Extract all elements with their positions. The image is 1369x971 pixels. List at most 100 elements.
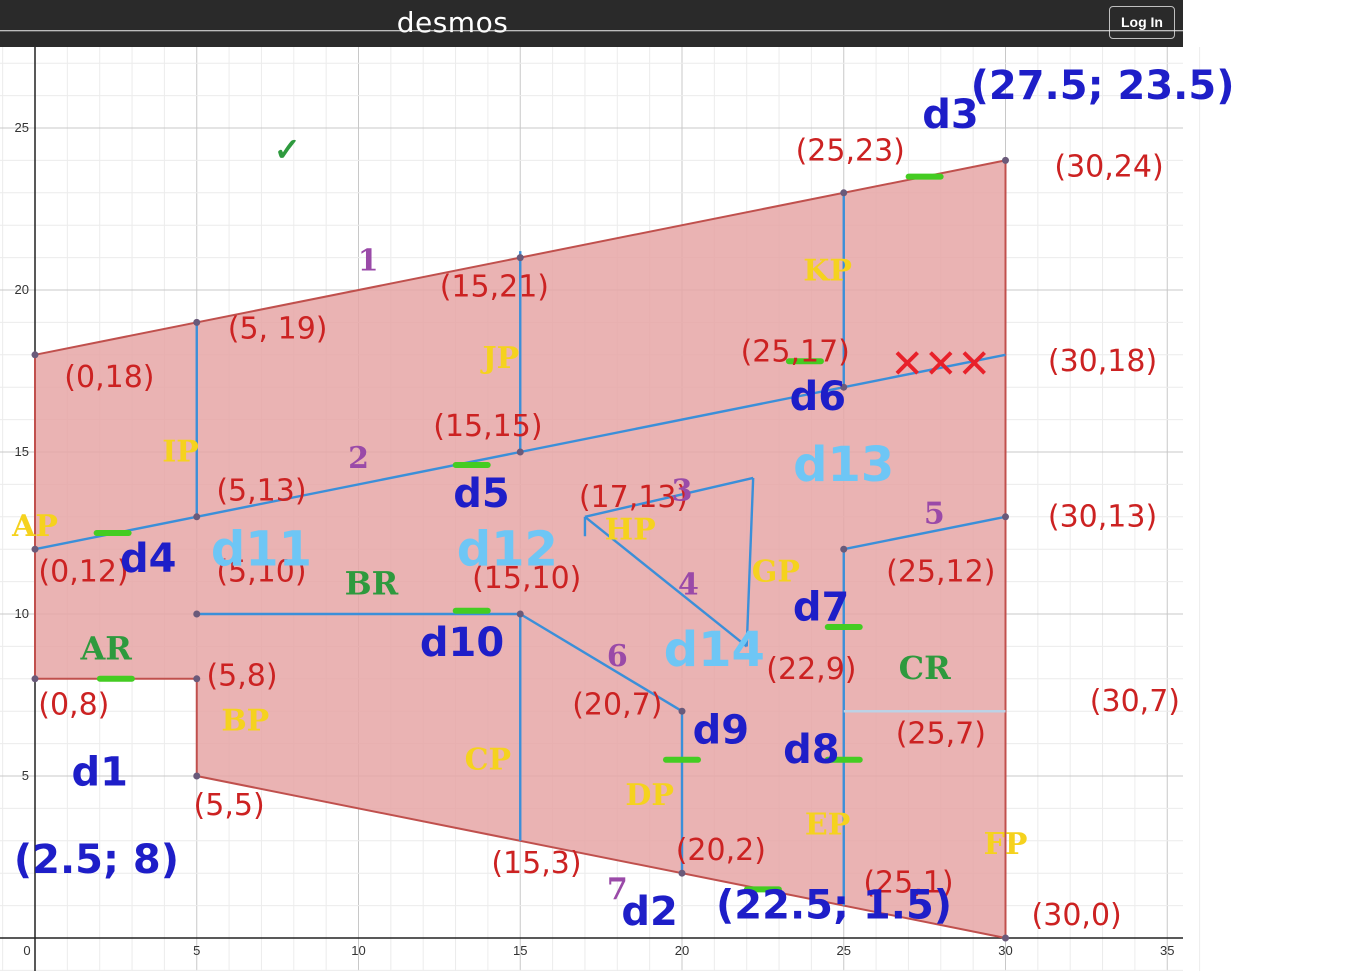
coordinate-note: (25,12) <box>886 555 995 590</box>
y-tick-label: 10 <box>15 606 29 621</box>
point-label: IP <box>162 435 199 470</box>
coordinate-note: (30,24) <box>1054 150 1163 185</box>
region-number: 6 <box>607 639 628 674</box>
top-bar: desmos Log In <box>0 0 1183 47</box>
point-label: GP <box>752 555 800 590</box>
segment-line[interactable] <box>843 515 1006 551</box>
coordinate-note: (20,2) <box>676 833 766 868</box>
coordinate-note: (15,10) <box>472 561 581 596</box>
vertex-point[interactable] <box>1002 934 1009 942</box>
coordinate-note: (25,23) <box>796 133 905 168</box>
vertex-point[interactable] <box>31 351 39 359</box>
coordinate-note: (25,1) <box>863 866 953 901</box>
coordinate-note: (25,7) <box>896 717 986 752</box>
region-label: ✓ <box>274 130 301 168</box>
point-label: HP <box>605 512 656 547</box>
coordinate-note: (22,9) <box>766 652 856 687</box>
log-in-button[interactable]: Log In <box>1109 6 1175 39</box>
annotations: (25,23) (30,24) (15,21) (5, 19) (0,18) (25,17… <box>11 63 1234 935</box>
coordinate-note: (5,13) <box>216 474 306 509</box>
y-tick-label: 25 <box>15 120 29 135</box>
coordinate-note: (0,18) <box>64 360 154 395</box>
point-label: JP <box>479 341 519 376</box>
vertex-point[interactable] <box>193 610 201 618</box>
distance-label: d3 <box>922 92 978 138</box>
region-label: CR <box>899 649 951 687</box>
cross-marks: ✕✕✕ <box>891 341 992 387</box>
y-tick-label: 15 <box>15 444 29 459</box>
x-tick-label: 10 <box>351 943 365 958</box>
point-label: CP <box>465 743 511 778</box>
distance-label: d10 <box>420 620 504 666</box>
y-tick-label: 20 <box>15 282 29 297</box>
vertex-point[interactable] <box>840 545 848 553</box>
point-label: AP <box>11 509 58 544</box>
distance-label-light: d13 <box>793 437 894 493</box>
x-tick-label: 25 <box>837 943 851 958</box>
coordinate-note: (0,8) <box>38 687 109 722</box>
region-number: 7 <box>607 872 628 907</box>
distance-label: d1 <box>71 750 127 796</box>
vertex-point[interactable] <box>840 189 848 197</box>
coordinate-note: (15,3) <box>491 846 581 881</box>
point-label: BP <box>221 704 269 739</box>
region-label: AR <box>79 629 132 667</box>
region-number: 1 <box>358 244 379 279</box>
vertex-point[interactable] <box>516 254 524 262</box>
segment-line[interactable] <box>519 612 683 713</box>
distance-label: (27.5; 23.5) <box>971 63 1235 109</box>
x-tick-label: 0 <box>23 943 30 958</box>
distance-label: d5 <box>453 471 509 517</box>
vertex-point[interactable] <box>31 675 39 683</box>
vertex-point[interactable] <box>840 383 848 391</box>
point-label: KP <box>803 253 852 288</box>
region-number: 5 <box>924 496 945 531</box>
distance-label-light: d12 <box>457 521 558 577</box>
vertex-point[interactable] <box>193 318 201 326</box>
region-number: 3 <box>672 474 693 509</box>
vertex-point[interactable] <box>678 869 686 877</box>
point-label: DP <box>625 778 674 813</box>
vertex-point[interactable] <box>193 772 201 780</box>
vertex-point[interactable] <box>516 448 524 456</box>
x-tick-label: 5 <box>193 943 200 958</box>
x-tick-label: 15 <box>513 943 527 958</box>
region-number: 4 <box>678 568 699 603</box>
coordinate-note: (5, 19) <box>228 312 328 347</box>
region-number: 2 <box>348 441 369 476</box>
distance-label: (2.5; 8) <box>14 837 179 883</box>
distance-label: d2 <box>621 889 677 935</box>
coordinate-note: (5,10) <box>216 555 306 590</box>
vertex-point[interactable] <box>31 545 39 553</box>
x-tick-label: 35 <box>1160 943 1174 958</box>
coordinate-note: (25,17) <box>741 334 850 369</box>
distance-label-light: d14 <box>664 622 765 678</box>
x-tick-label: 20 <box>675 943 689 958</box>
distance-label: d7 <box>793 584 849 630</box>
point-label: FP <box>984 827 1028 862</box>
desmos-logo: desmos <box>396 6 509 39</box>
vertex-point[interactable] <box>193 675 201 683</box>
coordinate-note: (17,13) <box>579 480 688 515</box>
distance-label: (22.5; 1.5) <box>716 883 952 929</box>
segment-line[interactable] <box>584 476 754 518</box>
segment-line[interactable] <box>745 477 755 647</box>
coordinate-note: (5,8) <box>206 658 277 693</box>
distance-label: d8 <box>783 727 839 773</box>
vertex-point[interactable] <box>1002 156 1009 164</box>
segment-line[interactable] <box>584 515 748 648</box>
vertex-point[interactable] <box>516 610 524 618</box>
x-tick-label: 30 <box>998 943 1012 958</box>
coordinate-note: (5,5) <box>194 788 265 823</box>
coordinate-note: (0,12) <box>38 555 128 590</box>
coordinate-note: (15,15) <box>433 409 542 444</box>
y-tick-label: 5 <box>22 768 29 783</box>
distance-label: d4 <box>120 536 176 582</box>
vertex-point[interactable] <box>193 513 201 521</box>
vertex-point[interactable] <box>678 707 686 715</box>
coordinate-note: (15,21) <box>440 269 549 304</box>
distance-label-light: d11 <box>211 521 312 577</box>
vertex-point[interactable] <box>1002 513 1009 521</box>
